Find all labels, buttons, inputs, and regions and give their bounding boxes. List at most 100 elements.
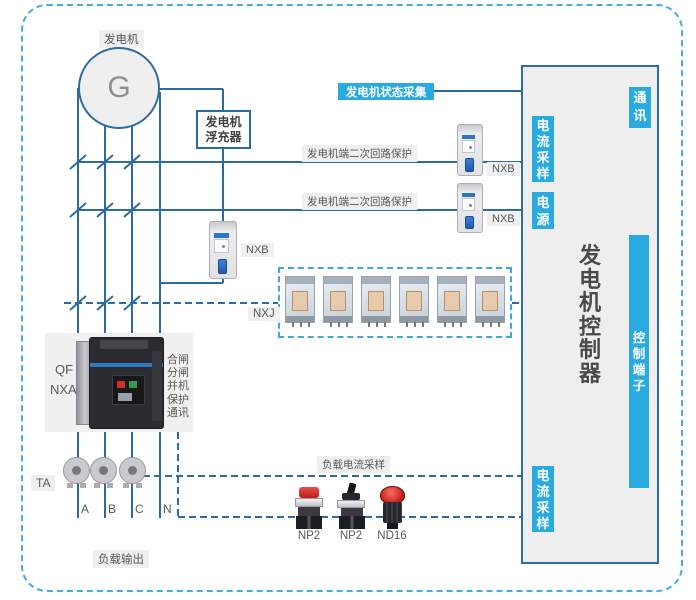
mcb-indicator-dot (221, 244, 225, 248)
mcb-brand-band (461, 193, 476, 198)
function-protect: 保护 (167, 393, 189, 406)
main-breaker-functions: 合闸 分闸 并机 保护 通讯 (167, 354, 189, 420)
acb-green-button (129, 381, 137, 388)
function-open: 分闸 (167, 367, 189, 380)
controller-title: 发电机控制器 (578, 243, 601, 386)
mcb-brand-band (461, 134, 476, 139)
relay-base (438, 316, 466, 322)
float-charger-box: 发电机 浮充器 (196, 110, 251, 149)
relay-group-box (278, 267, 512, 338)
relay-coil (330, 291, 346, 311)
generator-letter: G (107, 71, 131, 104)
relay-icon (437, 276, 467, 327)
acb-blue-stripe (90, 363, 163, 367)
float-charger-line1: 发电机 (205, 114, 242, 129)
relay-base (400, 316, 428, 322)
device-label-np2-1: NP2 (297, 530, 321, 542)
relay-top (286, 277, 314, 284)
pushbutton-cap (299, 487, 319, 498)
load-output-label: 负载输出 (93, 550, 149, 568)
pushbutton-icon (293, 487, 325, 529)
protection-label-2: 发电机端二次回路保护 (302, 193, 417, 210)
relay-top (438, 277, 466, 284)
pushbutton-base (296, 516, 322, 529)
current-transformer-icon (119, 457, 146, 488)
mcb-indicator-dot (469, 203, 473, 207)
terminal-bar-label: 控制端子 (632, 330, 646, 393)
controller-port-current-top: 电流采样 (532, 116, 554, 182)
diagram-border (21, 4, 683, 592)
mcb-toggle (218, 258, 228, 275)
mcb-brand-band (214, 232, 229, 238)
selector-body (341, 508, 363, 516)
relay-icon (361, 276, 391, 327)
controller-port-power: 电源 (532, 192, 554, 229)
function-parallel: 并机 (167, 380, 189, 393)
relay-base (286, 316, 314, 322)
device-label-np2-2: NP2 (339, 530, 363, 542)
mcb-indicator-dot (469, 145, 473, 149)
controller-terminal-bar: 控制端子 (629, 235, 649, 488)
relay-icon (323, 276, 353, 327)
selector-base (339, 516, 365, 529)
relay-coil (444, 291, 460, 311)
mcb-bottom-label: NXB (487, 212, 520, 226)
mcb-face (461, 198, 476, 211)
generator-symbol-icon: G (78, 47, 160, 129)
selector-cap (342, 493, 360, 500)
selector-collar (337, 500, 365, 508)
ct-hole (99, 466, 108, 475)
current-transformer-icon (90, 457, 117, 488)
relay-icon (399, 276, 429, 327)
indicator-light-icon (377, 486, 408, 529)
current-transformer-icon (63, 457, 90, 488)
selector-switch-icon (335, 482, 367, 529)
mcb-toggle (465, 215, 475, 229)
acb-panel (112, 375, 145, 405)
relay-icon (285, 276, 315, 327)
main-breaker-ref: QF (50, 361, 79, 378)
relay-coil (368, 291, 384, 311)
relay-coil (406, 291, 422, 311)
relay-top (476, 277, 504, 284)
acb-red-button (117, 381, 125, 388)
load-sampling-label: 负载电流采样 (317, 456, 390, 473)
main-breaker-model: NXA (45, 381, 82, 398)
relay-top (400, 277, 428, 284)
pushbutton-body (298, 507, 320, 516)
relay-base (324, 316, 352, 322)
relay-group-label: NXJ (248, 307, 280, 321)
float-charger-line2: 浮充器 (205, 129, 242, 144)
function-comm: 通讯 (167, 406, 189, 419)
controller-port-current-bottom: 电流采样 (532, 466, 554, 532)
relay-coil (292, 291, 308, 311)
phase-label-n: N (163, 502, 172, 516)
mcb-mid-label: NXB (241, 243, 274, 257)
status-collection-badge: 发电机状态采集 (338, 83, 434, 100)
ct-label: TA (31, 475, 56, 491)
relay-icon (475, 276, 505, 327)
mcb-toggle (465, 158, 475, 172)
mcb-top-label: NXB (487, 162, 520, 176)
protection-label-1: 发电机端二次回路保护 (302, 145, 417, 162)
mcb-face (214, 238, 229, 254)
phase-label-a: A (81, 502, 90, 516)
mcb-icon (457, 124, 483, 176)
generator-label: 发电机 (99, 30, 144, 48)
function-close: 合闸 (167, 354, 189, 366)
phase-label-c: C (135, 502, 144, 516)
phase-label-b: B (108, 502, 117, 516)
relay-base (362, 316, 390, 322)
air-circuit-breaker-icon (76, 337, 164, 429)
device-label-nd16: ND16 (377, 530, 407, 542)
relay-top (362, 277, 390, 284)
ct-hole (128, 466, 137, 475)
acb-side-column (152, 351, 162, 421)
mcb-face (461, 140, 476, 153)
acb-vent (100, 340, 148, 349)
relay-top (324, 277, 352, 284)
mcb-icon (209, 221, 237, 279)
indicator-body (383, 502, 402, 523)
relay-base (476, 316, 504, 322)
